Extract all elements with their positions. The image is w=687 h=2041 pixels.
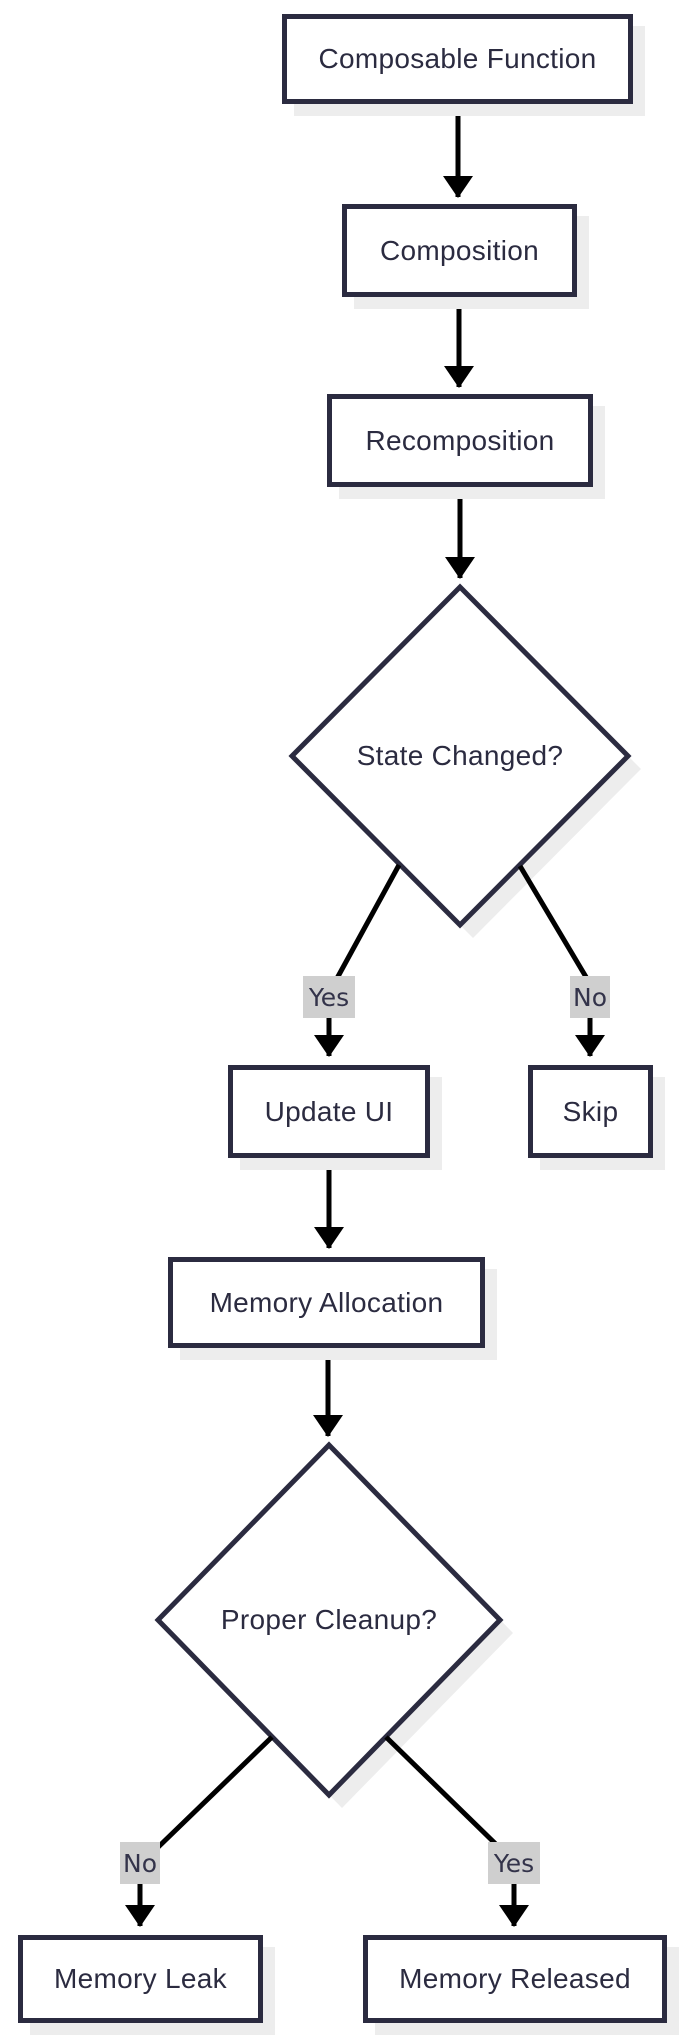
edge-label-yes-proper-cleanup: Yes bbox=[488, 1842, 540, 1884]
edge-state-changed-no-diagonal bbox=[517, 864, 592, 984]
node-recomposition: Recomposition bbox=[327, 394, 593, 487]
node-proper-cleanup-shape bbox=[154, 1441, 504, 1799]
node-state-changed-shape bbox=[288, 583, 632, 929]
edge-proper-cleanup-no-diagonal bbox=[148, 1735, 274, 1857]
node-skip: Skip bbox=[528, 1065, 653, 1158]
node-memory-released: Memory Released bbox=[363, 1935, 667, 2023]
node-update-ui: Update UI bbox=[228, 1065, 430, 1158]
node-memory-leak: Memory Leak bbox=[18, 1935, 263, 2023]
edge-proper-cleanup-yes-diagonal bbox=[384, 1735, 509, 1857]
edge-label-yes-state-changed: Yes bbox=[303, 976, 355, 1018]
node-composition: Composition bbox=[342, 204, 577, 297]
node-composable-function: Composable Function bbox=[282, 14, 633, 104]
node-memory-allocation: Memory Allocation bbox=[168, 1257, 485, 1348]
edge-label-no-state-changed: No bbox=[570, 976, 610, 1018]
edge-state-changed-yes-diagonal bbox=[332, 863, 402, 984]
edge-label-no-proper-cleanup: No bbox=[120, 1842, 160, 1884]
